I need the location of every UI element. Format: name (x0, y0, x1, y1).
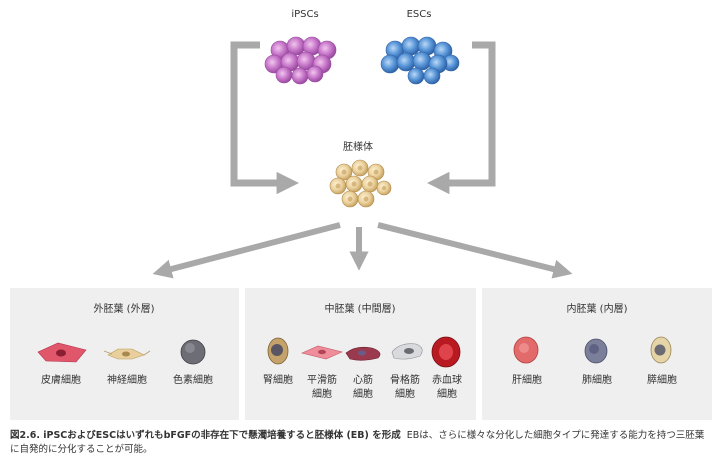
cell-label-skeletal-2: 細胞 (395, 387, 415, 400)
cell-label-neuron: 神経細胞 (107, 373, 147, 386)
mesoderm-title: 中胚葉 (中間層) (325, 302, 396, 315)
caption-bold: 図2.6. iPSCおよびESCはいずれもbFGFの非存在下で懸濁培養すると胚様… (10, 430, 401, 441)
neuron-icon (103, 348, 151, 360)
cell-label-lung: 肺細胞 (582, 373, 612, 386)
red-blood-cell-icon (431, 336, 461, 368)
pigment-cell-icon (180, 339, 206, 365)
pancreas-cell-icon (650, 336, 672, 364)
endoderm-title: 内胚葉 (内層) (567, 302, 628, 315)
cell-label-smooth-muscle-2: 細胞 (312, 387, 332, 400)
liver-cell-icon (513, 336, 539, 364)
cell-label-skeletal-1: 骨格筋 (390, 373, 420, 386)
cardiac-muscle-cell-icon (345, 346, 381, 361)
embryoid-body-icon (329, 159, 392, 208)
cell-label-rbc-2: 細胞 (437, 387, 457, 400)
ipsc-label: iPSCs (291, 9, 318, 20)
ipsc-cluster-icon (264, 36, 337, 85)
cell-label-cardiac-2: 細胞 (353, 387, 373, 400)
cell-label-pancreas: 膵細胞 (647, 373, 677, 386)
lung-cell-icon (584, 338, 608, 364)
cell-label-skin: 皮膚細胞 (41, 373, 81, 386)
esc-to-eb-arrow (427, 41, 496, 195)
cell-label-liver: 肝細胞 (512, 373, 542, 386)
eb-to-endoderm-arrow (377, 222, 573, 279)
cell-label-pigment: 色素細胞 (173, 373, 213, 386)
eb-to-ectoderm-arrow (152, 222, 341, 279)
cell-label-smooth-muscle-1: 平滑筋 (307, 373, 337, 386)
esc-cluster-icon (380, 36, 460, 85)
kidney-cell-icon (267, 337, 289, 365)
ipsc-to-eb-arrow (230, 41, 299, 195)
cell-label-rbc-1: 赤血球 (432, 373, 462, 386)
figure-caption: 図2.6. iPSCおよびESCはいずれもbFGFの非存在下で懸濁培養すると胚様… (10, 429, 710, 457)
eb-label: 胚様体 (343, 140, 373, 153)
cell-label-cardiac-1: 心筋 (353, 373, 373, 386)
ectoderm-title: 外胚葉 (外層) (94, 302, 155, 315)
caption-text: EBは、さらに様々な分化した細胞タイプに発達する能力を持つ三胚葉に自発的に分化す… (10, 430, 705, 455)
skeletal-muscle-cell-icon (391, 343, 423, 360)
smooth-muscle-cell-icon (301, 345, 343, 360)
cell-label-kidney: 腎細胞 (263, 373, 293, 386)
skin-cell-icon (37, 342, 87, 363)
esc-label: ESCs (407, 9, 432, 20)
